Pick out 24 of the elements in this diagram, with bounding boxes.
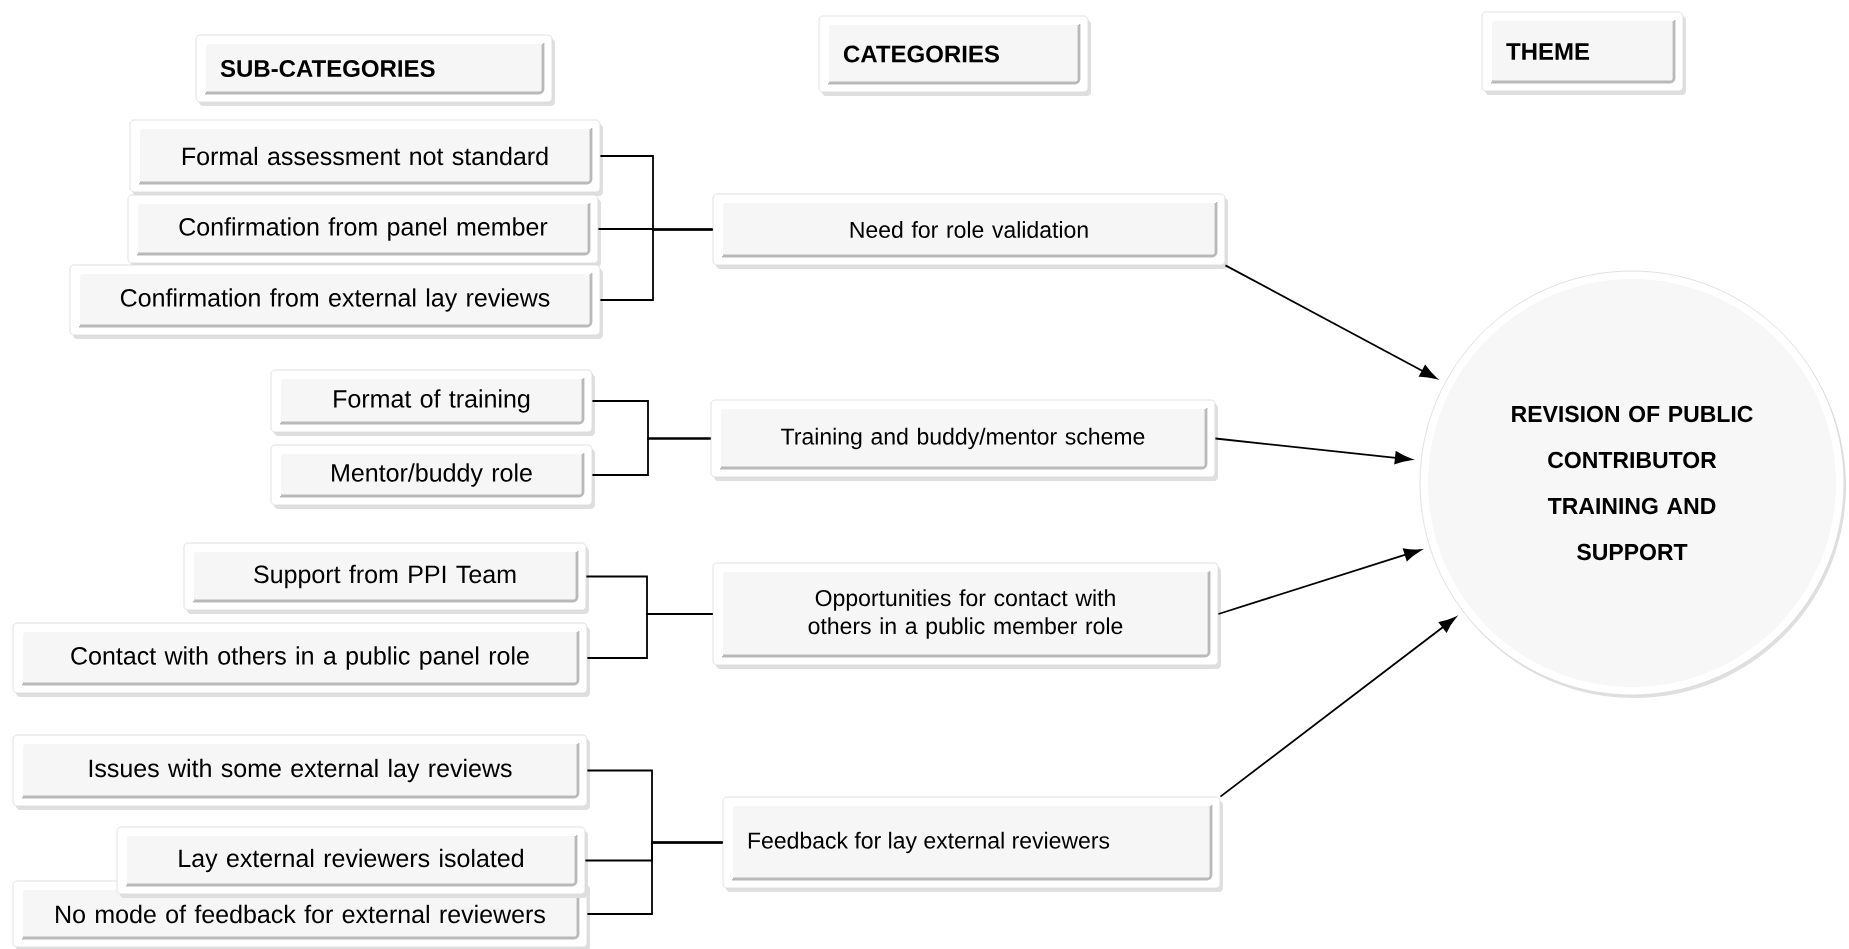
column-heading-box: THEME [1481, 11, 1686, 95]
arrow [1214, 437, 1412, 465]
category-box: Feedback for lay external reviewers [722, 796, 1223, 892]
subcategory-box: Confirmation from external lay reviews [69, 264, 603, 339]
category-box: Need for role validation [712, 193, 1228, 269]
category-box: Training and buddy/mentor scheme [710, 399, 1218, 481]
subcategory-box: Contact with others in a public panel role [12, 622, 590, 697]
subcategory-box: Issues with some external lay reviews [12, 734, 590, 810]
subcategory-box: Confirmation from panel member [127, 194, 601, 267]
subcategory-box: Mentor/buddy role [270, 444, 595, 509]
column-heading-box: SUB-CATEGORIES [195, 34, 555, 106]
bracket-connector [599, 228, 714, 301]
column-heading-box: CATEGORIES [818, 15, 1091, 96]
bracket-connector [586, 613, 714, 659]
subcategory-box: Format of training [270, 369, 595, 436]
bracket-connector [586, 841, 724, 915]
bracket-connector [591, 437, 712, 476]
subcategory-box: Support from PPI Team [183, 542, 589, 614]
subcategory-box: Formal assessment not standard [129, 119, 603, 196]
arrow [1224, 264, 1437, 379]
subcategory-box: Lay external reviewers isolated [116, 826, 588, 898]
arrow [1219, 616, 1457, 798]
category-box: Opportunities for contact with others in a public member role [712, 562, 1221, 669]
arrow [1217, 548, 1421, 615]
